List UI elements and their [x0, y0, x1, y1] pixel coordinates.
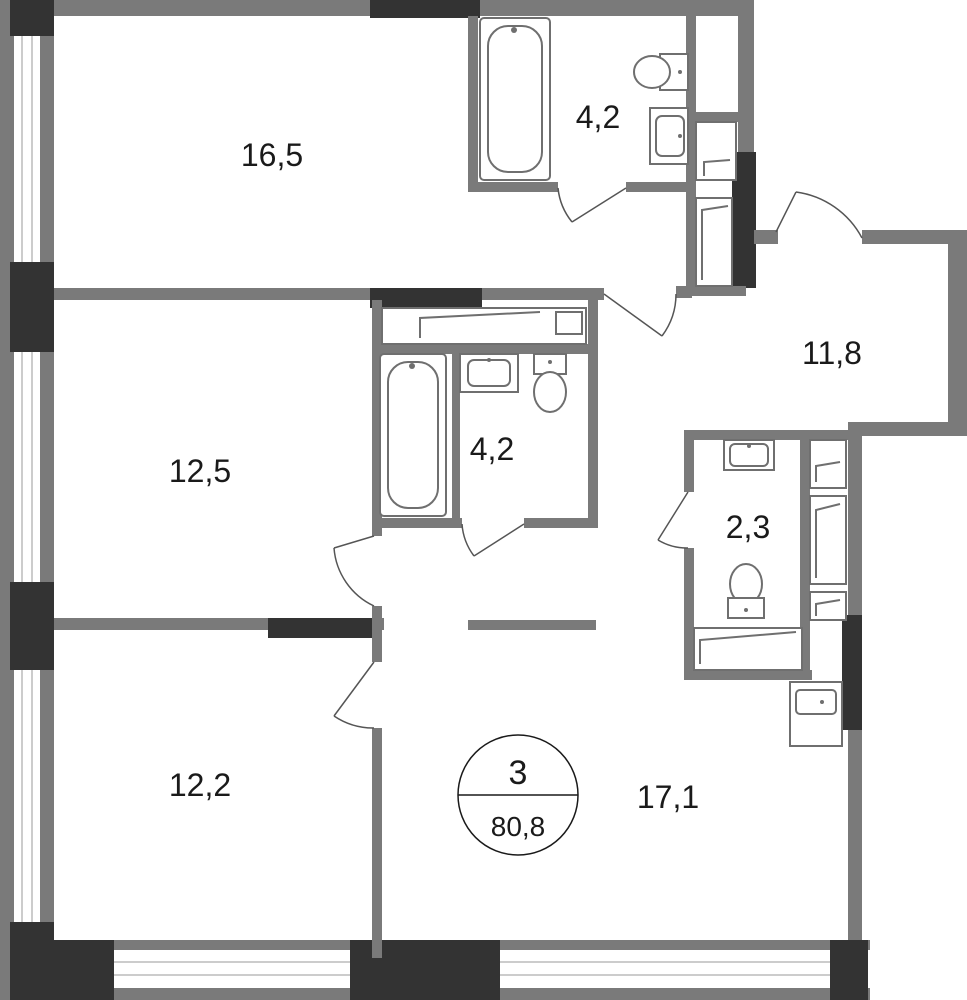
bottom-facade	[40, 940, 870, 1000]
rooms-count: 3	[509, 754, 528, 792]
column	[10, 582, 54, 670]
right-walls	[732, 0, 967, 1000]
bath-1-fixtures	[479, 17, 737, 287]
left-facade	[0, 0, 54, 1000]
column	[10, 0, 54, 36]
room-area-wc: 2,3	[726, 509, 770, 545]
room-area-bath-1: 4,2	[576, 99, 620, 135]
bathtub-icon	[479, 17, 551, 181]
bathtub-icon	[379, 353, 447, 517]
total-area: 80,8	[491, 811, 546, 842]
wc-fixtures	[693, 439, 847, 747]
room-area-bedroom-3: 12,2	[169, 767, 231, 803]
room-area-hall: 11,8	[802, 335, 862, 371]
room-area-living-kitchen: 17,1	[637, 779, 699, 815]
interior-walls	[54, 16, 852, 958]
room-area-bath-2: 4,2	[470, 431, 514, 467]
bath-2-fixtures	[379, 307, 587, 517]
room-area-bedroom-1: 16,5	[241, 137, 303, 173]
apartment-badge: 3 80,8	[457, 734, 579, 856]
column	[370, 0, 480, 18]
column	[10, 262, 54, 352]
room-area-bedroom-2: 12,5	[169, 453, 231, 489]
doors	[333, 187, 863, 729]
